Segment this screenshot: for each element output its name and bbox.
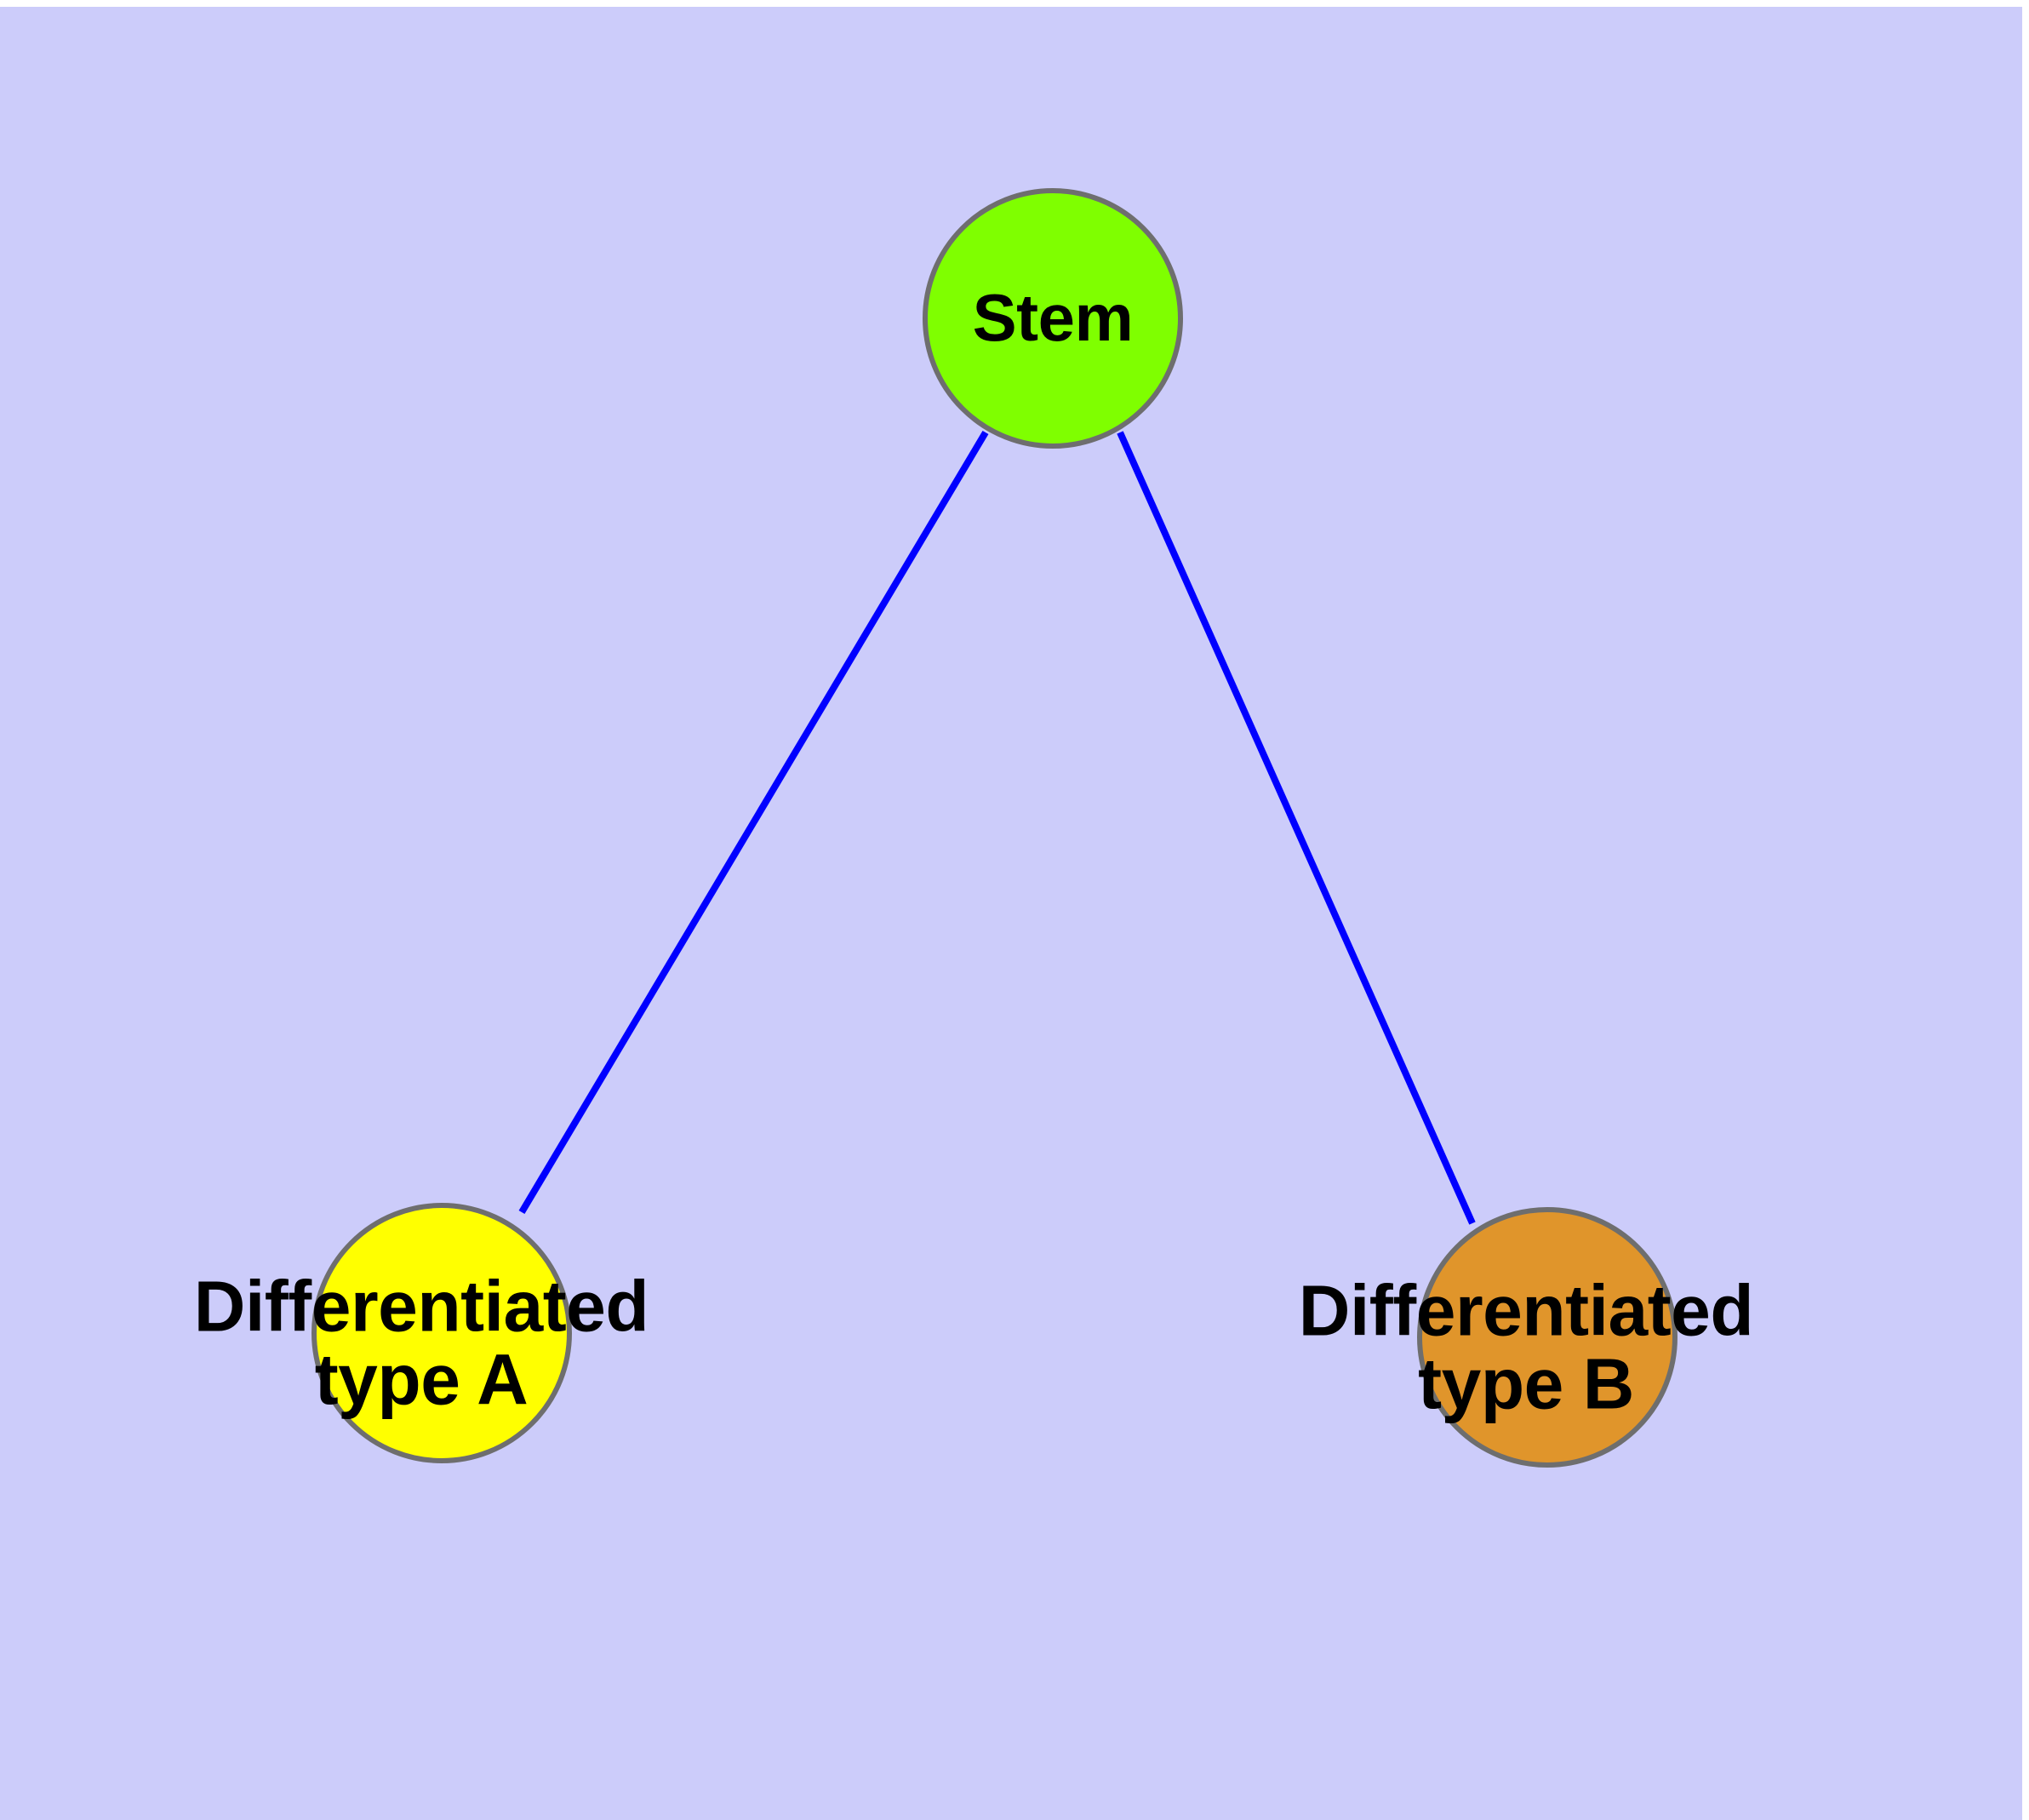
- node-layer: [311, 188, 1677, 1468]
- edge-stem-to-diff-b: [1117, 431, 1476, 1225]
- edge-stem-to-diff-a: [518, 430, 989, 1215]
- node-circle-diff-a[interactable]: [311, 1203, 572, 1463]
- node-circle-diff-b[interactable]: [1417, 1207, 1677, 1468]
- node-circle-stem[interactable]: [923, 188, 1183, 449]
- edge-layer: [518, 430, 1476, 1225]
